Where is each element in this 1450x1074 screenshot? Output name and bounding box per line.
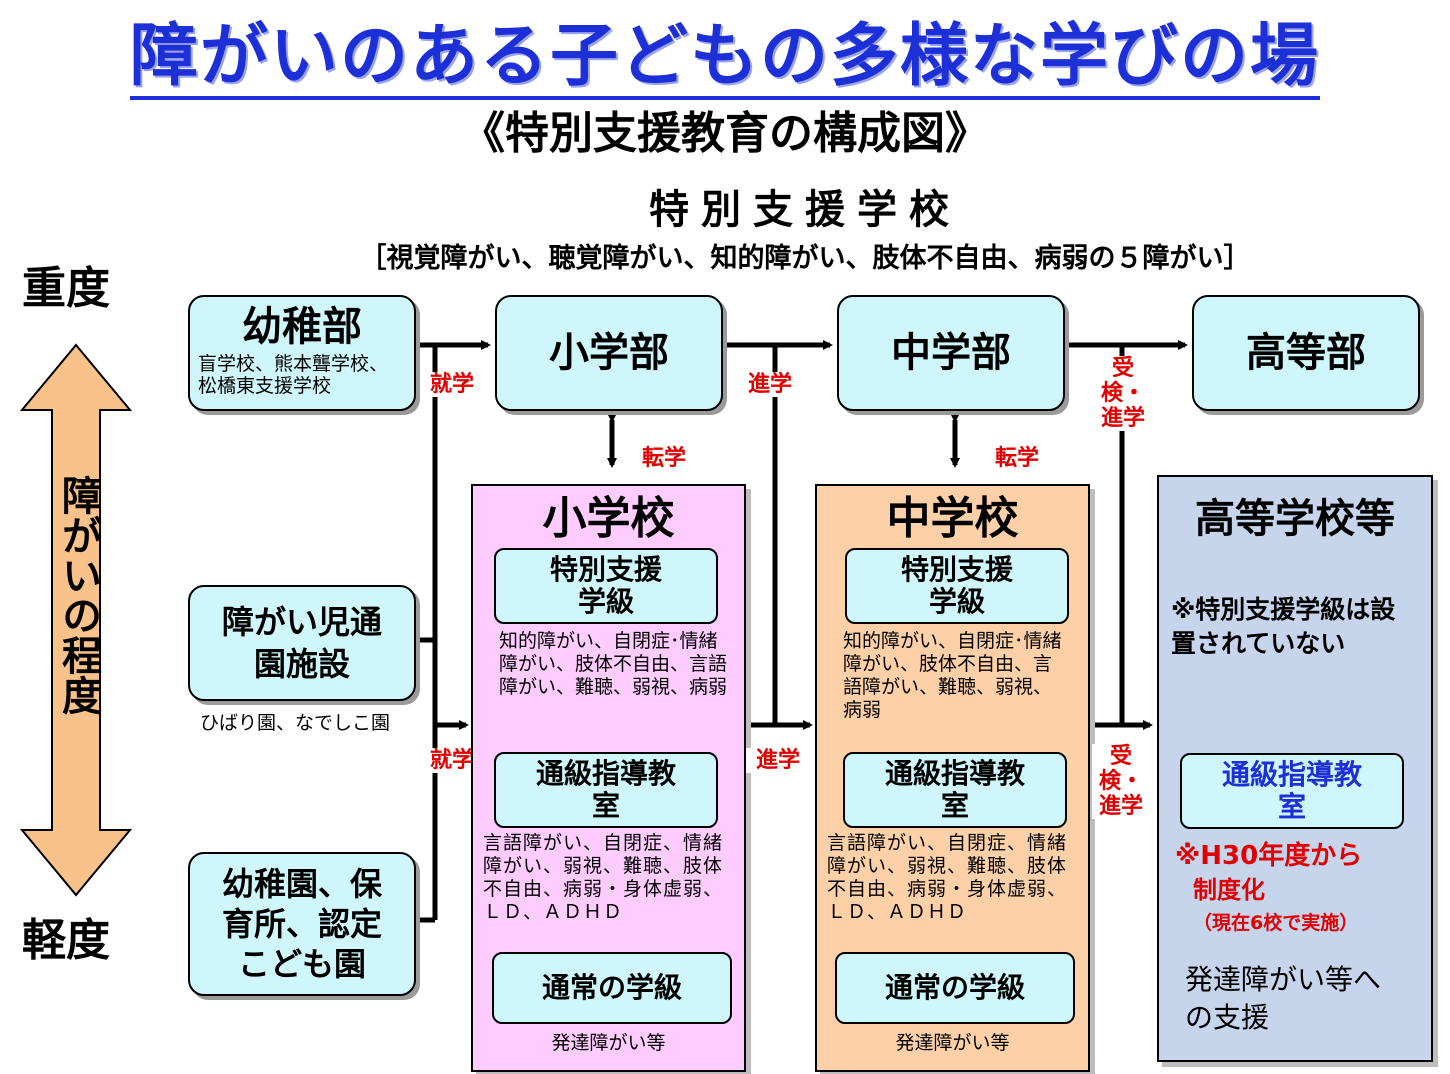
high-dept-box: 高等部 (1192, 295, 1420, 411)
tag-advance-lower: 進学 (746, 748, 810, 773)
special-school-title: 特別支援学校 (649, 187, 961, 233)
elementary-dept-box: 小学部 (495, 295, 723, 411)
high-system-label: 制度化 (1193, 876, 1265, 904)
junior-resource-note: 言語障がい、自閉症、情緒障がい、弱視、難聴、肢体不自由、病弱・身体虚弱、ＬＤ、Ａ… (827, 832, 1068, 923)
elementary-special-class-box: 特別支援学級 (494, 548, 718, 624)
junior-high-dept-box: 中学部 (837, 295, 1065, 411)
elementary-regular-class-box: 通常の学級 (492, 952, 732, 1024)
junior-resource-room-box: 通級指導教室 (843, 752, 1067, 828)
kindergarten-dept-note: 盲学校、熊本聾学校、松橋東支援学校 (198, 353, 389, 397)
junior-special-class-box: 特別支援学級 (845, 548, 1069, 624)
junior-high-school-title: 中学校 (886, 493, 1019, 544)
tag-transfer-junior: 転学 (985, 446, 1049, 471)
high-resource-room-box: 通級指導教室 (1180, 753, 1404, 829)
disabled-child-facility-label: 障がい児通園施設 (222, 603, 383, 683)
severity-arrow (19, 343, 133, 897)
high-support-note: 発達障がい等への支援 (1185, 963, 1382, 1034)
page-subtitle: 《特別支援教育の構成図》 (461, 108, 989, 159)
high-school-note: ※特別支援学級は設置されていない (1171, 595, 1396, 658)
high-system-note: 制度化 （現在6校で実施） (1193, 875, 1423, 939)
nursery-label: 幼稚園、保育所、認定こども園 (221, 865, 382, 983)
facility-note: ひばり園、なでしこ園 (200, 712, 391, 734)
junior-regular-class-box: 通常の学級 (835, 952, 1075, 1024)
severity-light-label: 軽度 (22, 915, 110, 966)
high-school-title: 高等学校等 (1195, 496, 1395, 542)
high-h30-note: ※H30年度から (1175, 841, 1363, 871)
tag-advance-top: 進学 (738, 372, 802, 397)
page-title: 障がいのある子どもの多様な学びの場 (0, 14, 1450, 100)
elementary-resource-room-box: 通級指導教室 (494, 752, 718, 828)
tag-exam-advance-lower: 受検・進学 (1092, 744, 1150, 819)
junior-special-class-note: 知的障がい、自閉症･情緒障がい、肢体不自由、言語障がい、難聴、弱視、病弱 (843, 630, 1062, 721)
elementary-school-title: 小学校 (542, 493, 675, 544)
special-school-subtitle: ［視覚障がい、聴覚障がい、知的障がい、肢体不自由、病弱の５障がい］ (359, 243, 1251, 274)
junior-high-school-column: 中学校 特別支援学級 知的障がい、自閉症･情緒障がい、肢体不自由、言語障がい、難… (815, 484, 1090, 1072)
nursery-box: 幼稚園、保育所、認定こども園 (188, 852, 416, 996)
tag-enroll-top: 就学 (422, 372, 482, 397)
elementary-resource-note: 言語障がい、自閉症、情緒障がい、弱視、難聴、肢体不自由、病弱・身体虚弱、ＬＤ、Ａ… (483, 832, 724, 923)
tag-exam-advance-top: 受検・進学 (1094, 356, 1152, 431)
kindergarten-dept-box: 幼稚部 盲学校、熊本聾学校、松橋東支援学校 (188, 295, 416, 411)
elementary-regular-note: 発達障がい等 (551, 1032, 666, 1054)
severity-degree-label: 障がいの程度 (55, 475, 101, 715)
high-system-detail: （現在6校で実施） (1193, 912, 1359, 934)
kindergarten-dept-label: 幼稚部 (242, 304, 362, 350)
tag-transfer-elementary: 転学 (632, 446, 696, 471)
high-school-column: 高等学校等 ※特別支援学級は設置されていない 通級指導教室 ※H30年度から 制… (1157, 475, 1433, 1062)
disabled-child-facility-box: 障がい児通園施設 (188, 585, 416, 701)
severity-heavy-label: 重度 (22, 263, 110, 314)
elementary-school-column: 小学校 特別支援学級 知的障がい、自閉症･情緒障がい、肢体不自由、言語障がい、難… (471, 484, 746, 1072)
elementary-special-class-note: 知的障がい、自閉症･情緒障がい、肢体不自由、言語障がい、難聴、弱視、病弱 (499, 630, 728, 698)
junior-regular-note: 発達障がい等 (895, 1032, 1010, 1054)
